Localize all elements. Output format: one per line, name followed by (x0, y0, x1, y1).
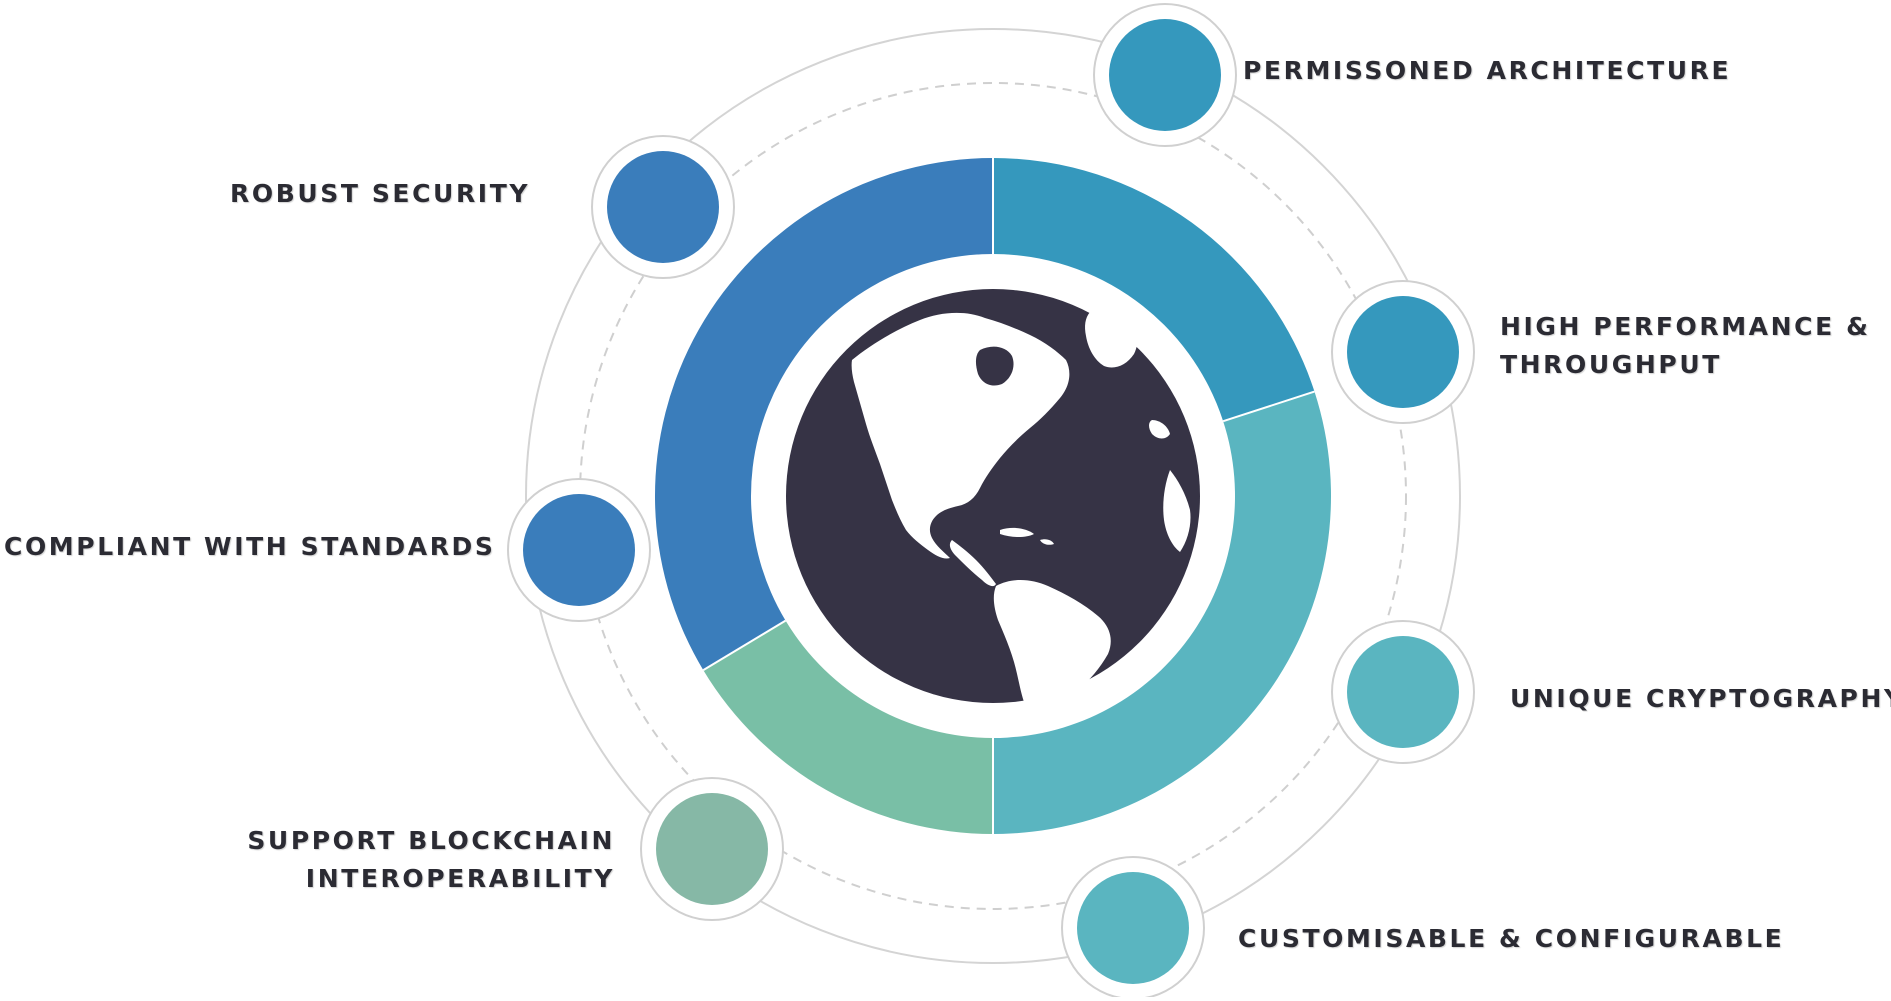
donut-segment-teal-dark (993, 158, 1315, 422)
label-line: HIGH PERFORMANCE & (1500, 312, 1871, 341)
donut-divider (702, 619, 787, 671)
label-line: ROBUST SECURITY (230, 179, 531, 208)
label-line: CUSTOMISABLE & CONFIGURABLE (1238, 924, 1785, 953)
node-fill (607, 151, 719, 263)
node-high-performance (1331, 280, 1475, 424)
label-compliant-with-standards: COMPLIANT WITH STANDARDS (4, 528, 496, 566)
donut-segment-teal-light (993, 391, 1331, 834)
label-line: THROUGHPUT (1500, 350, 1722, 379)
node-fill (1347, 296, 1459, 408)
node-fill (1109, 19, 1221, 131)
node-permissioned-architecture (1093, 3, 1237, 147)
node-robust-security (591, 135, 735, 279)
node-fill (1347, 636, 1459, 748)
donut-divider (1222, 390, 1315, 423)
donut-ring (655, 158, 1331, 834)
label-line: COMPLIANT WITH STANDARDS (4, 532, 496, 561)
donut-segment-green (703, 620, 993, 834)
node-compliant-standards (507, 478, 651, 622)
feature-nodes (507, 3, 1475, 1000)
label-line: SUPPORT BLOCKCHAIN (247, 826, 615, 855)
node-blockchain-interoperability (640, 777, 784, 921)
label-unique-cryptography: UNIQUE CRYPTOGRAPHY (1510, 680, 1891, 718)
node-unique-cryptography (1331, 620, 1475, 764)
label-high-performance-throughput: HIGH PERFORMANCE & THROUGHPUT (1500, 308, 1870, 384)
node-fill (523, 494, 635, 606)
node-fill (656, 793, 768, 905)
node-fill (1077, 872, 1189, 984)
donut-segment-blue (655, 158, 993, 671)
label-line: INTEROPERABILITY (305, 864, 615, 893)
label-line: UNIQUE CRYPTOGRAPHY (1510, 684, 1891, 713)
label-support-blockchain-interoperability: SUPPORT BLOCKCHAIN INTEROPERABILITY (200, 822, 615, 898)
outer-orbit-ring (525, 28, 1461, 964)
globe-americas-icon (786, 289, 1200, 703)
node-customisable-configurable (1061, 856, 1205, 1000)
label-robust-security: ROBUST SECURITY (230, 175, 531, 213)
donut-dividers (702, 158, 1315, 834)
label-permissioned-architecture: PERMISSONED ARCHITECTURE (1243, 52, 1731, 90)
label-customisable-configurable: CUSTOMISABLE & CONFIGURABLE (1238, 920, 1784, 958)
label-line: PERMISSONED ARCHITECTURE (1243, 56, 1732, 85)
